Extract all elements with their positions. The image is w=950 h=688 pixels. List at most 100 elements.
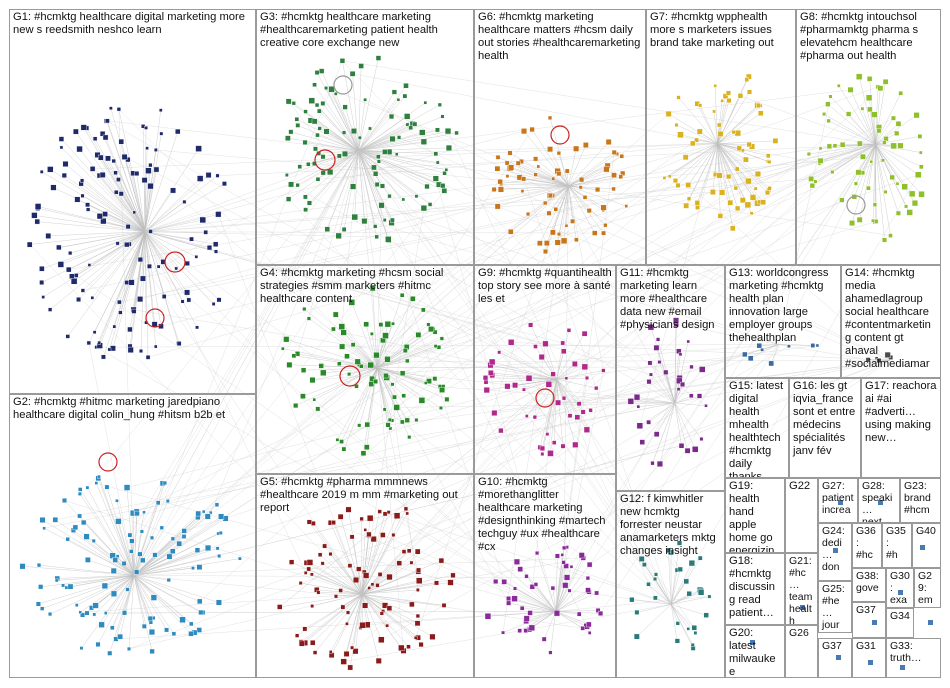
node (578, 185, 583, 190)
edge (83, 127, 146, 232)
node (673, 178, 678, 184)
edge (339, 185, 569, 364)
node (760, 199, 766, 205)
group-g4: G4: #hcmktg marketing #hcsm social strat… (256, 265, 474, 474)
node (554, 553, 560, 559)
node (682, 154, 689, 161)
edge (555, 566, 572, 612)
edge (133, 575, 219, 603)
node (374, 234, 379, 239)
node (312, 161, 317, 166)
node (68, 251, 73, 256)
node (560, 237, 568, 244)
node (523, 628, 528, 633)
node (553, 610, 560, 617)
node (393, 404, 400, 411)
node (853, 181, 858, 186)
node (382, 149, 388, 155)
edge (361, 593, 368, 625)
node (347, 563, 353, 568)
node (311, 118, 318, 125)
node (356, 566, 362, 572)
node (137, 551, 143, 557)
node (898, 590, 903, 595)
node (543, 200, 548, 206)
edge (87, 487, 135, 576)
node (810, 343, 816, 348)
edge (534, 379, 557, 418)
node (855, 169, 862, 176)
edge (92, 143, 718, 170)
node (513, 586, 517, 591)
node (238, 556, 242, 561)
node (418, 642, 424, 648)
node (340, 658, 347, 665)
node (315, 406, 321, 412)
node (139, 349, 144, 353)
node (586, 208, 592, 214)
edge (361, 593, 382, 614)
edge (358, 147, 449, 151)
group-g40-label: G40 (916, 525, 936, 537)
node (689, 393, 694, 399)
node (494, 165, 501, 172)
node (379, 611, 384, 616)
node (300, 393, 306, 399)
node (320, 369, 327, 376)
node (337, 361, 342, 366)
edge (361, 562, 564, 595)
node (695, 205, 700, 210)
node (116, 107, 121, 112)
node (111, 158, 116, 164)
node (149, 648, 155, 655)
node (209, 510, 213, 515)
edge (309, 150, 359, 204)
node (717, 131, 724, 137)
edge (717, 86, 879, 144)
edge (87, 150, 359, 488)
edge (511, 342, 557, 380)
node (911, 200, 918, 207)
edge (199, 143, 718, 602)
node (547, 146, 554, 153)
edge (535, 158, 569, 187)
group-g11: G11: #hcmktg marketing learn more #healt… (616, 265, 725, 491)
node (81, 519, 87, 526)
node (822, 112, 827, 117)
edge (717, 131, 734, 144)
edge (314, 367, 378, 400)
node (556, 171, 562, 177)
node (419, 129, 426, 136)
node (310, 640, 316, 646)
edge (490, 372, 557, 380)
edge (140, 259, 363, 595)
group-g27: G27: patient increa… (818, 478, 858, 523)
node (312, 650, 318, 655)
self-loop (164, 251, 186, 273)
edge (133, 60, 343, 576)
edge (361, 346, 790, 595)
group-g12: G12: f kimwhitler new hcmktg forrester n… (616, 491, 725, 678)
node (175, 128, 181, 135)
node (653, 577, 657, 581)
node (164, 627, 169, 633)
node (358, 135, 362, 140)
edge (57, 575, 135, 579)
node (350, 183, 357, 190)
edge (300, 582, 363, 595)
node (288, 181, 294, 188)
node (142, 510, 146, 514)
node (426, 322, 431, 327)
node (186, 297, 192, 303)
edge (358, 569, 363, 595)
node (919, 164, 924, 170)
node (646, 379, 652, 385)
edge (376, 367, 393, 421)
node (39, 280, 45, 285)
node (298, 581, 303, 586)
node (201, 509, 206, 514)
edge (376, 205, 382, 368)
node (444, 396, 450, 402)
node (385, 623, 389, 628)
node (579, 177, 585, 183)
